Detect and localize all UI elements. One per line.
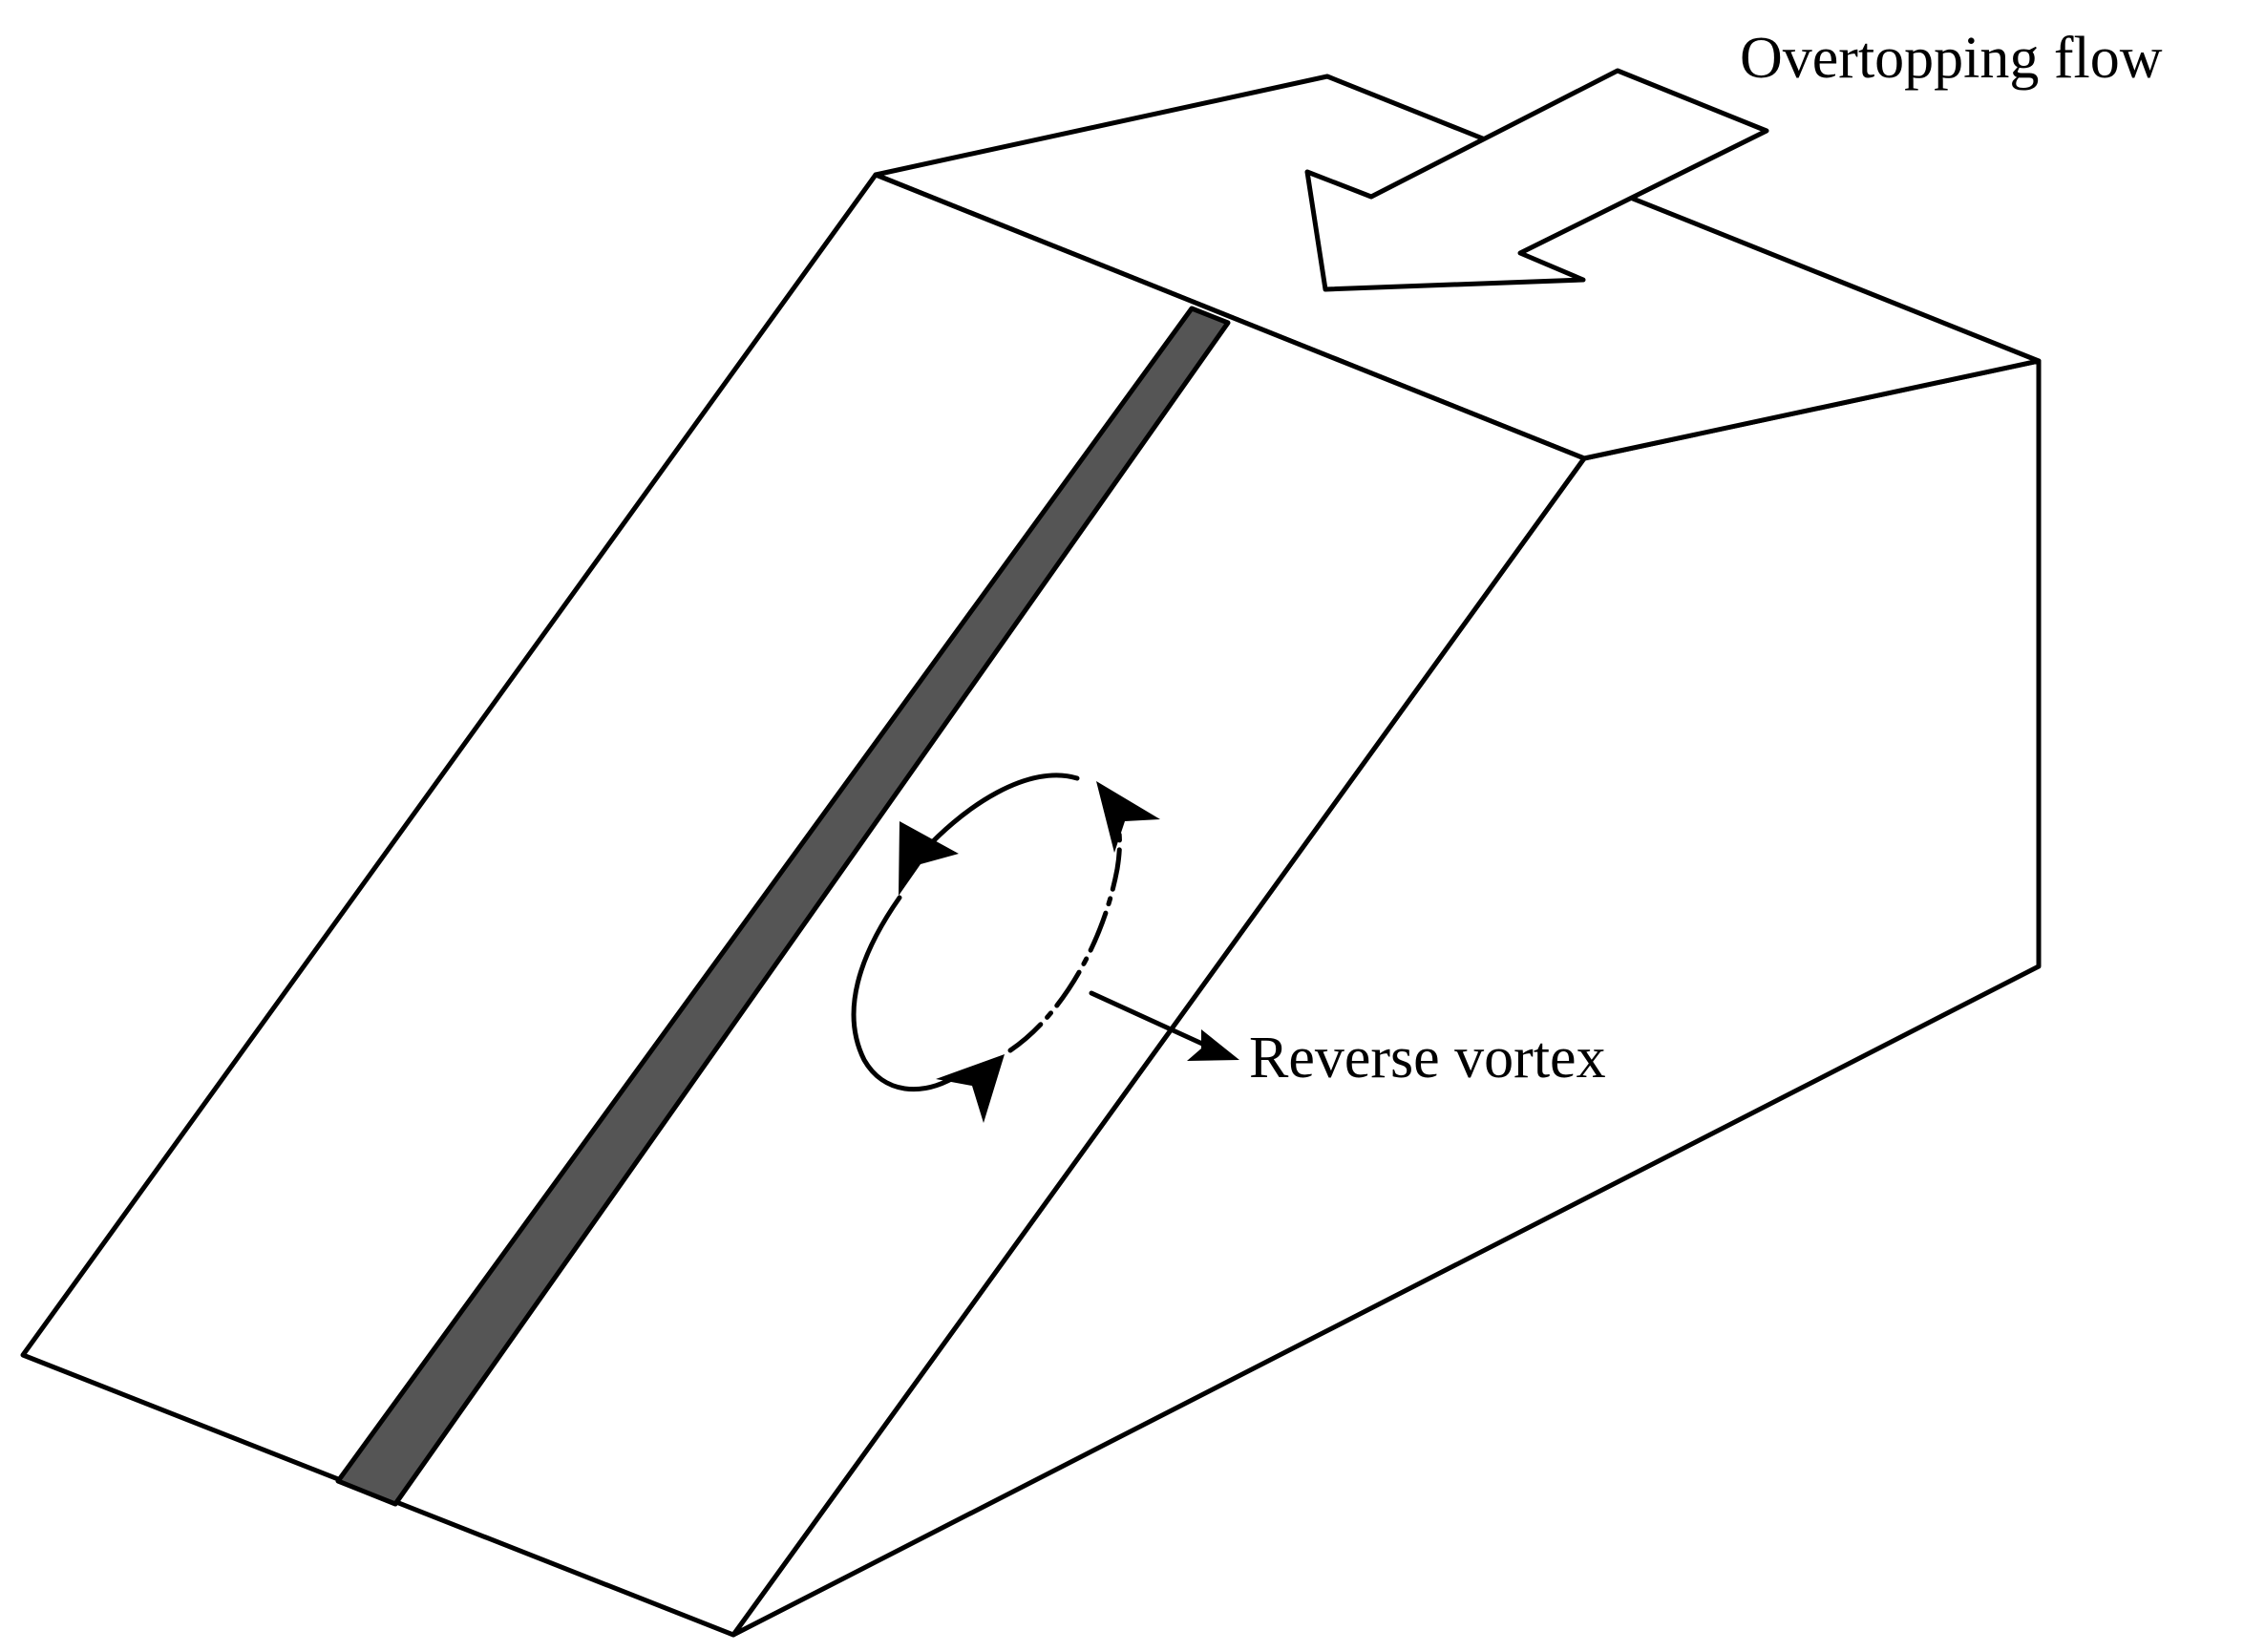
embankment-body xyxy=(20,74,2042,1638)
slope-strip xyxy=(335,306,1231,1507)
vortex-arrowheads xyxy=(899,781,1160,1123)
reverse-vortex-pointer-arrowhead xyxy=(1187,1029,1239,1061)
vortex-arrowhead-top xyxy=(1096,781,1160,853)
vortex-arrowhead-left xyxy=(899,821,959,896)
vortex-arrowhead-bottom xyxy=(936,1054,1005,1123)
overtopping-flow-label: Overtopping flow xyxy=(1740,26,2163,91)
overtopping-flow-arrow xyxy=(1304,68,1769,292)
reverse-vortex-label: Reverse vortex xyxy=(1249,1026,1606,1091)
reverse-vortex-pointer-line xyxy=(1089,990,1216,1051)
